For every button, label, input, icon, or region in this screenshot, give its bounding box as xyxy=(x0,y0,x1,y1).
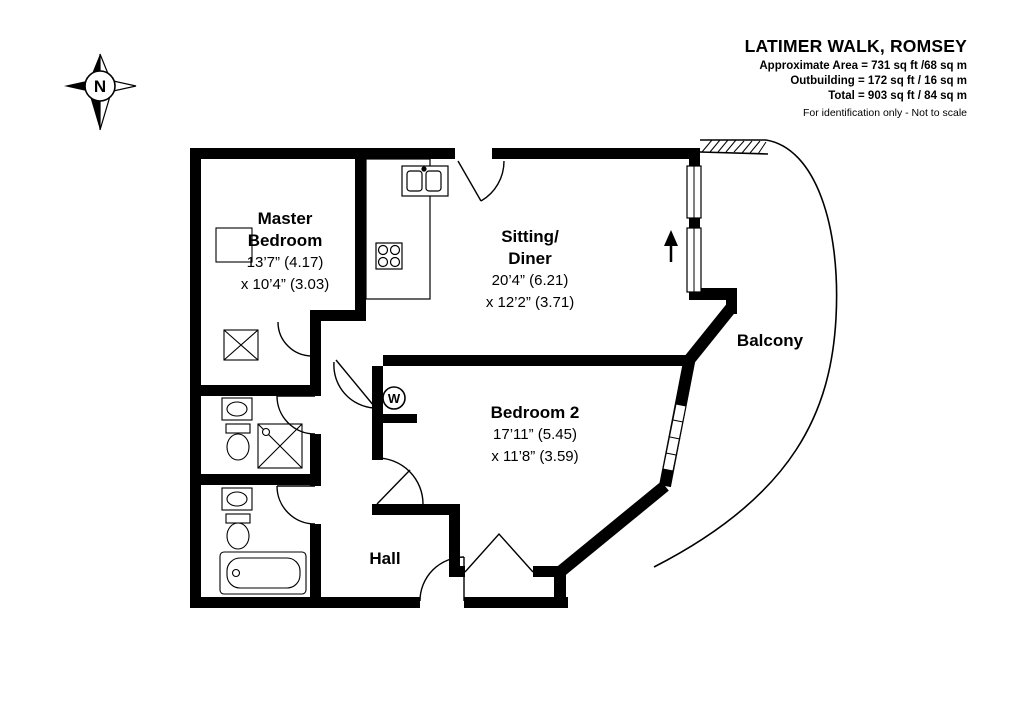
approximate-area-line: Approximate Area = 731 sq ft /68 sq m xyxy=(759,60,967,72)
windows xyxy=(662,165,702,472)
door-swing-kitchen xyxy=(457,160,505,202)
disclaimer: For identification only - Not to scale xyxy=(803,107,967,119)
window-angled xyxy=(662,403,687,472)
outbuilding-line: Outbuilding = 172 sq ft / 16 sq m xyxy=(790,75,967,87)
doors xyxy=(276,160,534,602)
room-dimension: 17’11” (5.45) xyxy=(493,426,577,443)
dresser-icon xyxy=(215,227,253,263)
bathroom2-fixtures xyxy=(219,487,307,595)
room-label-bedroom-2: Bedroom 2 17’11” (5.45) x 11’8” (3.59) xyxy=(450,402,620,468)
hob-icon xyxy=(375,242,403,270)
room-name: Master xyxy=(257,209,313,228)
toilet-icon xyxy=(225,423,251,461)
window xyxy=(686,227,702,293)
header: LATIMER WALK, ROMSEY Approximate Area = … xyxy=(547,36,967,119)
double-door-bedroom2 xyxy=(464,532,534,573)
room-dimension: x 12’2” (3.71) xyxy=(485,294,575,311)
room-dimension: 20’4” (6.21) xyxy=(491,272,569,289)
room-name: Bedroom 2 xyxy=(490,403,580,422)
bathroom1-fixtures xyxy=(221,397,303,469)
kitchen-fixtures xyxy=(365,158,449,300)
door-swing-entrance xyxy=(419,556,465,602)
door-swing-master xyxy=(277,321,313,357)
basin-icon xyxy=(221,397,253,421)
walls xyxy=(190,148,737,608)
balcony-label: Balcony xyxy=(736,331,804,350)
window xyxy=(686,165,702,219)
balcony-hatch xyxy=(701,139,767,155)
balcony-outline xyxy=(653,139,838,568)
kitchen-sink-icon xyxy=(401,165,449,197)
toilet-icon xyxy=(225,513,251,550)
page-title: LATIMER WALK, ROMSEY xyxy=(744,36,967,56)
compass-north-label: N xyxy=(94,77,106,96)
room-name: Sitting/ xyxy=(501,227,559,246)
door-swing-bathroom2 xyxy=(276,485,316,525)
wardrobe-icon xyxy=(223,329,259,361)
room-dimension: x 11’8” (3.59) xyxy=(491,448,579,465)
washing-machine-label: W xyxy=(388,391,401,406)
room-label-master-bedroom: Master Bedroom 13’7” (4.17) x 10’4” (3.0… xyxy=(200,208,370,296)
shower-icon xyxy=(257,423,303,469)
room-dimension: x 10’4” (3.03) xyxy=(240,276,330,293)
compass-icon: N xyxy=(64,53,137,131)
room-dimension: 13’7” (4.17) xyxy=(246,254,324,271)
door-swing-sitting xyxy=(333,359,375,409)
bath-icon xyxy=(219,551,307,595)
washing-machine-icon: W xyxy=(382,386,406,410)
master-furniture xyxy=(215,227,259,361)
door-swing-bathroom1 xyxy=(276,395,316,435)
room-name: Bedroom xyxy=(247,231,323,250)
entrance-arrow-icon xyxy=(664,230,678,262)
total-line: Total = 903 sq ft / 84 sq m xyxy=(828,90,967,102)
hall-label: Hall xyxy=(369,549,401,568)
room-label-sitting-diner: Sitting/ Diner 20’4” (6.21) x 12’2” (3.7… xyxy=(445,226,615,314)
basin-icon xyxy=(221,487,253,511)
door-swing-bedroom2 xyxy=(376,457,424,505)
room-name: Diner xyxy=(508,249,552,268)
